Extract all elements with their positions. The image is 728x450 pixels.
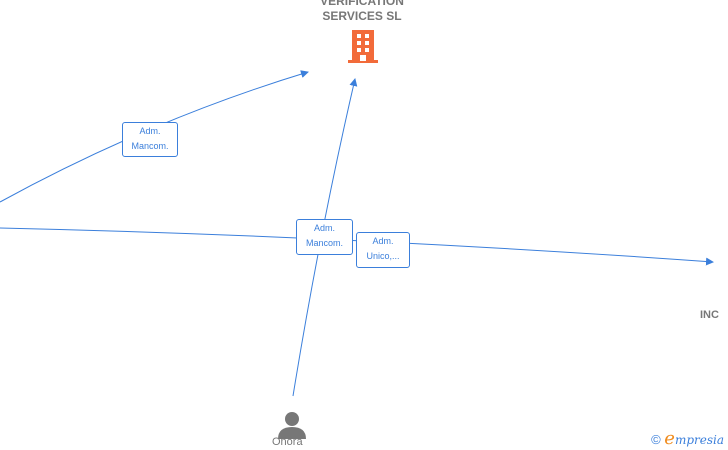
empresia-logo: © empresia [651, 428, 724, 449]
right-node-label[interactable]: INC [700, 309, 719, 321]
company-name-line1: VERIFICATION [320, 0, 404, 8]
person-label[interactable]: Oñora [272, 436, 303, 448]
edge-label[interactable]: Adm. Mancom. [296, 219, 353, 255]
building-icon[interactable] [347, 28, 379, 64]
person-icon[interactable] [277, 410, 307, 440]
edge-label-line2: Mancom. [131, 141, 169, 151]
logo-e: e [664, 428, 675, 449]
copyright-symbol: © [651, 432, 661, 447]
edge-label-line1: Adm. [313, 223, 335, 233]
edge-left-to-right [0, 227, 714, 266]
company-name-line2: SERVICES SL [322, 9, 402, 23]
logo-text: mpresia [674, 433, 724, 447]
edge-label-line2: Mancom. [305, 238, 343, 248]
edge-label-line1: Adm. [139, 126, 161, 136]
edge-label[interactable]: Adm. Mancom. [122, 122, 178, 157]
edge-label-line1: Adm. [372, 236, 394, 246]
edge-label-line2: Unico,... [366, 251, 400, 261]
edge-label[interactable]: Adm. Unico,... [356, 232, 410, 268]
